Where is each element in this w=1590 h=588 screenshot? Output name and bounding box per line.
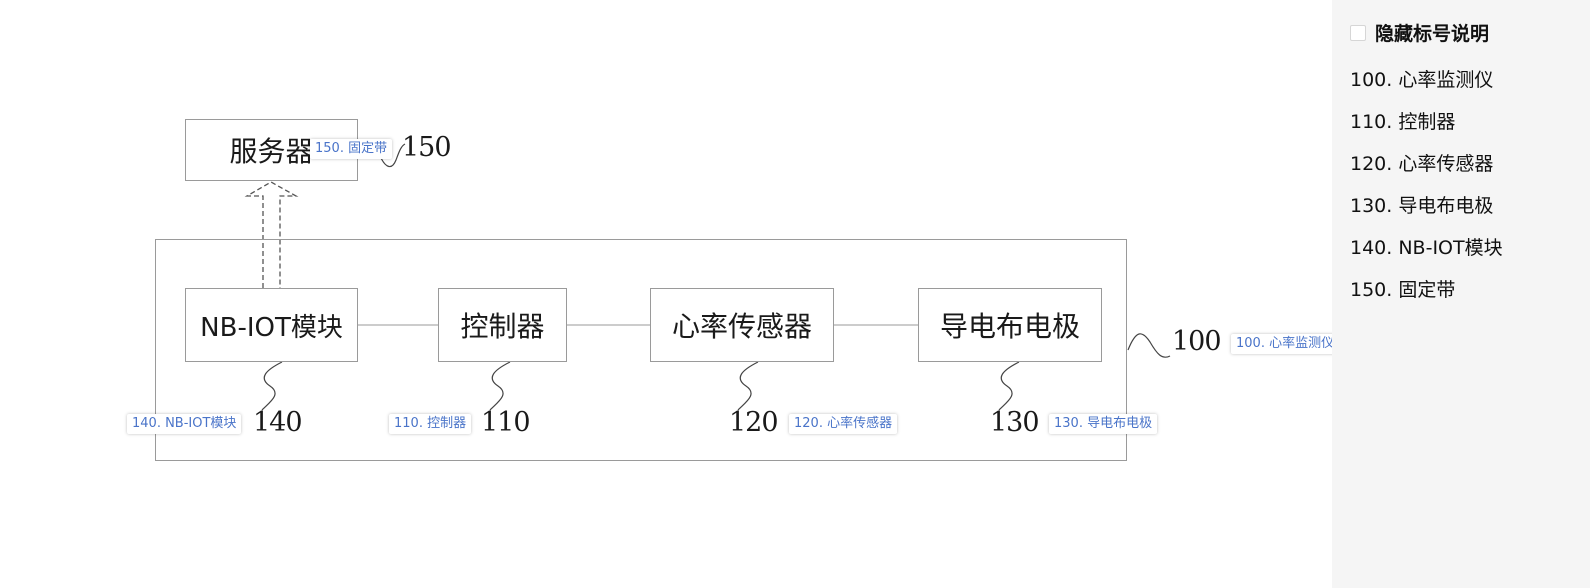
leader-120 [737, 361, 759, 411]
nbiot-module-label: NB-IOT模块 [200, 312, 343, 343]
server-label: 服务器 [229, 135, 314, 168]
ref-150: 150 [402, 132, 452, 163]
tag-130[interactable]: 130. 导电布电极 [1049, 414, 1158, 434]
patent-figure: 服务器 NB-IOT模块 控制器 心率传感器 导电布电极 150 100 140… [127, 119, 1332, 461]
hide-labels-checkbox[interactable] [1350, 24, 1366, 41]
leader-110 [489, 361, 511, 411]
legend-item: 140. NB-IOT模块 [1350, 237, 1503, 259]
ref-110: 110 [481, 407, 531, 438]
leader-140 [261, 361, 283, 411]
leader-150 [380, 143, 406, 168]
tag-100[interactable]: 100. 心率监测仪 [1231, 334, 1332, 354]
legend-item: 150. 固定带 [1350, 279, 1456, 301]
ref-100: 100 [1172, 326, 1222, 357]
label-legend-panel: 隐藏标号说明 100. 心率监测仪 110. 控制器 120. 心率传感器 13… [1332, 0, 1590, 588]
tag-110[interactable]: 110. 控制器 [389, 414, 472, 434]
upload-arrow [244, 181, 299, 288]
ref-120: 120 [729, 407, 779, 438]
controller-label: 控制器 [460, 310, 545, 343]
hide-labels-toggle[interactable]: 隐藏标号说明 [1350, 19, 1489, 46]
legend-item: 100. 心率监测仪 [1350, 69, 1494, 91]
tag-120[interactable]: 120. 心率传感器 [789, 414, 898, 434]
ref-130: 130 [990, 407, 1040, 438]
heart-rate-sensor-box: 心率传感器 [650, 288, 834, 362]
tag-140[interactable]: 140. NB-IOT模块 [127, 414, 242, 434]
ref-140: 140 [253, 407, 303, 438]
legend-item: 120. 心率传感器 [1350, 153, 1494, 175]
legend-item: 130. 导电布电极 [1350, 195, 1494, 217]
hide-labels-label[interactable]: 隐藏标号说明 [1375, 23, 1490, 45]
heart-rate-monitor-frame [155, 239, 1127, 461]
connector-lines [244, 143, 1171, 411]
leader-130 [998, 361, 1020, 411]
nbiot-module-box: NB-IOT模块 [185, 288, 358, 362]
heart-rate-sensor-label: 心率传感器 [671, 310, 812, 343]
conductive-electrode-label: 导电布电极 [939, 310, 1080, 343]
legend-list: 100. 心率监测仪 110. 控制器 120. 心率传感器 130. 导电布电… [1350, 66, 1503, 318]
leader-100 [1127, 333, 1171, 358]
tag-150[interactable]: 150. 固定带 [310, 139, 393, 159]
legend-item: 110. 控制器 [1350, 111, 1456, 133]
controller-box: 控制器 [438, 288, 567, 362]
conductive-electrode-box: 导电布电极 [918, 288, 1102, 362]
